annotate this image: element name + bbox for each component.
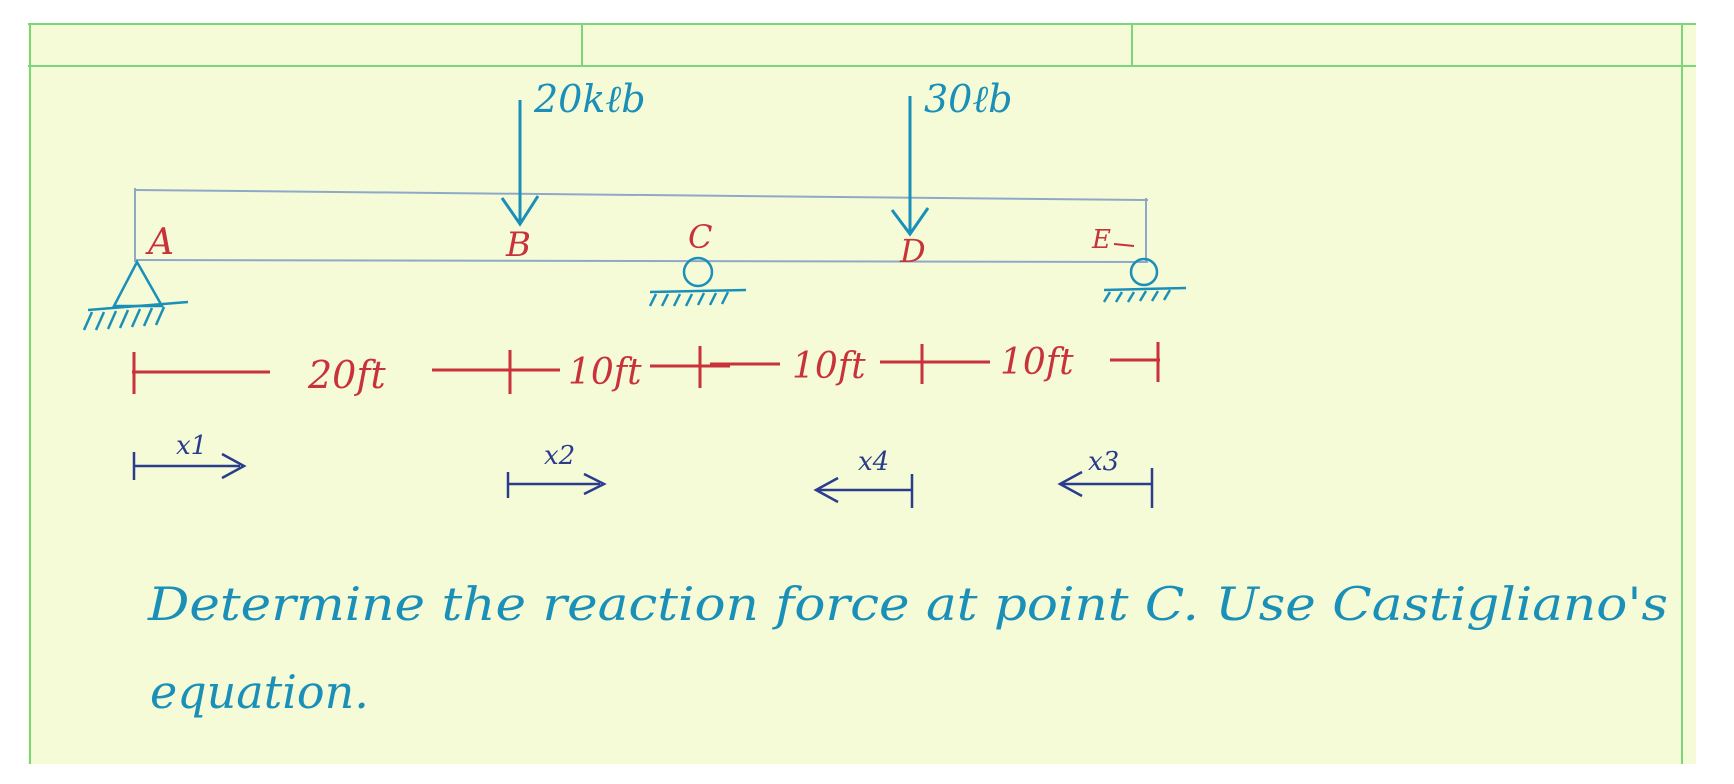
coord-label-x4: x4 bbox=[858, 447, 889, 477]
point-label-e: E bbox=[1091, 225, 1111, 255]
point-label-d: D bbox=[899, 232, 926, 270]
span-label-bc: 10ft bbox=[568, 352, 642, 393]
point-label-c: C bbox=[688, 218, 712, 256]
coord-label-x1: x1 bbox=[176, 431, 207, 461]
pin-support-a bbox=[82, 259, 189, 331]
load-label-d: 30ℓb bbox=[924, 77, 1013, 121]
beam-top-edge bbox=[134, 189, 1149, 201]
roller-support-c bbox=[648, 256, 747, 307]
dimension-line bbox=[132, 342, 1160, 394]
paper-background bbox=[28, 24, 1696, 764]
roller-support-e bbox=[1102, 257, 1187, 303]
coordinate-arrows bbox=[132, 452, 1154, 508]
problem-statement-line2: equation. bbox=[150, 665, 369, 719]
load-arrow-d bbox=[890, 96, 930, 237]
paper-grid bbox=[28, 23, 1696, 764]
beam-bottom-edge bbox=[134, 259, 1149, 263]
point-label-a: A bbox=[145, 222, 174, 263]
coord-label-x2: x2 bbox=[544, 441, 575, 471]
beam bbox=[134, 188, 1149, 263]
span-label-cd: 10ft bbox=[792, 346, 866, 387]
span-label-ab: 20ft bbox=[307, 353, 386, 397]
coord-label-x3: x3 bbox=[1088, 447, 1119, 477]
problem-statement-line1: Determine the reaction force at point C.… bbox=[147, 577, 1668, 631]
span-label-de: 10ft bbox=[1000, 342, 1074, 383]
load-arrow-b bbox=[500, 100, 540, 227]
point-e-arrow bbox=[1113, 243, 1135, 247]
point-label-b: B bbox=[505, 225, 531, 265]
load-label-b: 20kℓb bbox=[533, 77, 646, 121]
